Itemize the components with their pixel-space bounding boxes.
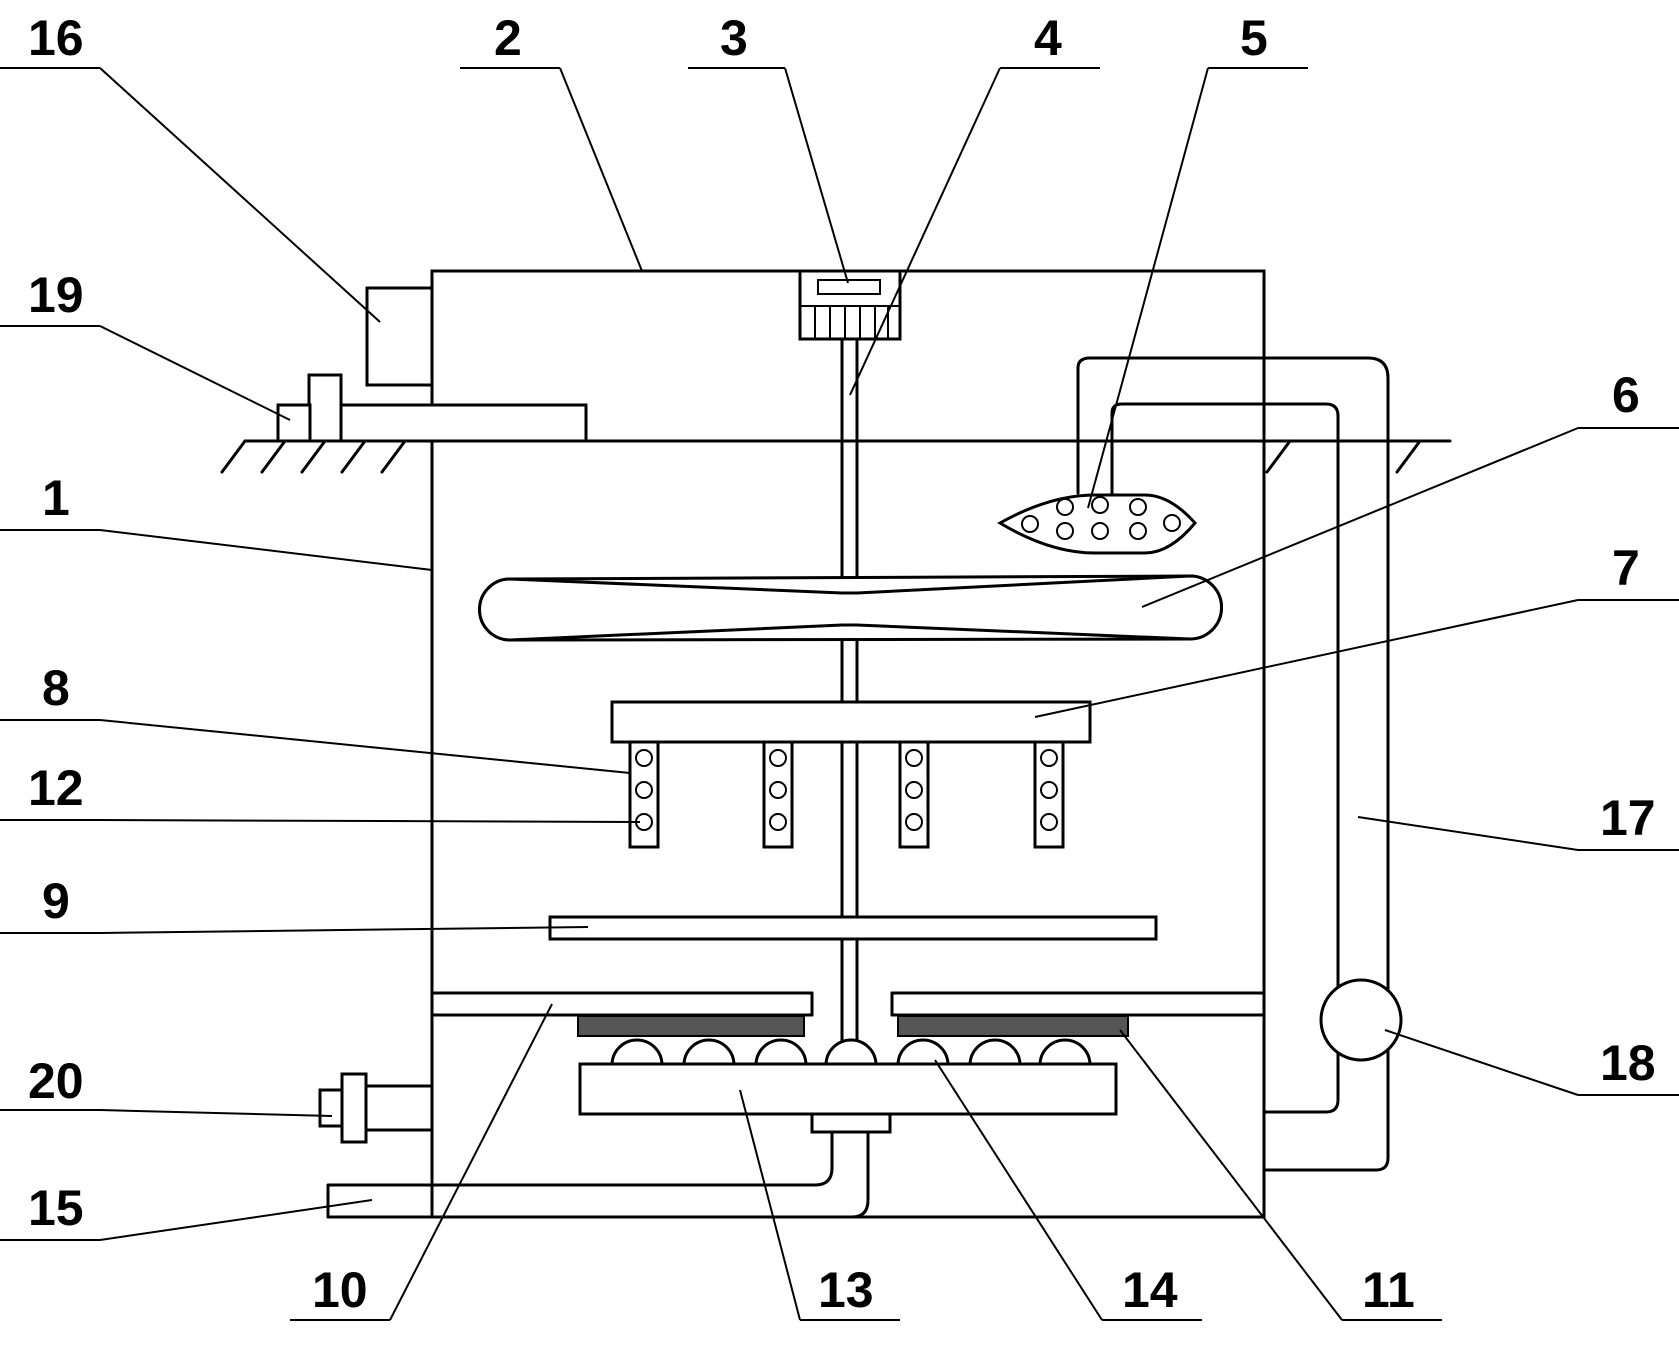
propeller-hub [478, 574, 1223, 642]
callout-11: 11 [1362, 1262, 1415, 1318]
callout-20: 20 [28, 1053, 84, 1109]
callout-6: 6 [1612, 367, 1640, 423]
callout-14: 14 [1122, 1262, 1178, 1318]
leader-lines [0, 67, 1679, 1321]
motor-box [365, 286, 434, 387]
feed-pipe-assembly [276, 373, 588, 443]
outlet-pipe [326, 1130, 870, 1219]
callout-3: 3 [720, 10, 748, 66]
callout-5: 5 [1240, 10, 1268, 66]
callout-9: 9 [42, 873, 70, 929]
drain-valve [318, 1072, 434, 1144]
rollers [610, 1038, 1092, 1067]
callout-7: 7 [1612, 540, 1640, 596]
bottom-turntable [578, 1062, 1118, 1116]
drive-unit [798, 269, 902, 341]
callout-19: 19 [28, 267, 84, 323]
callout-12: 12 [28, 760, 84, 816]
callout-13: 13 [818, 1262, 874, 1318]
circulation-pump [1319, 978, 1403, 1062]
nozzle-arm-2 [762, 740, 794, 849]
callout-2: 2 [494, 10, 522, 66]
rotating-plate [610, 700, 1092, 744]
brush-strips [577, 1015, 1129, 1037]
scraper-bar [548, 915, 1158, 941]
nozzle-arm-3 [898, 740, 930, 849]
spray-head [997, 493, 1197, 555]
callout-17: 17 [1600, 790, 1656, 846]
nozzle-arm-1 [628, 740, 660, 849]
callout-18: 18 [1600, 1035, 1656, 1091]
return-pipe [1076, 356, 1390, 1172]
nozzle-arm-4 [1033, 740, 1065, 849]
callout-4: 4 [1034, 10, 1062, 66]
callout-8: 8 [42, 660, 70, 716]
callout-15: 15 [28, 1180, 84, 1236]
turntable-hub [810, 1112, 892, 1134]
callout-16: 16 [28, 10, 84, 66]
callout-1: 1 [42, 470, 70, 526]
callout-10: 10 [312, 1262, 368, 1318]
